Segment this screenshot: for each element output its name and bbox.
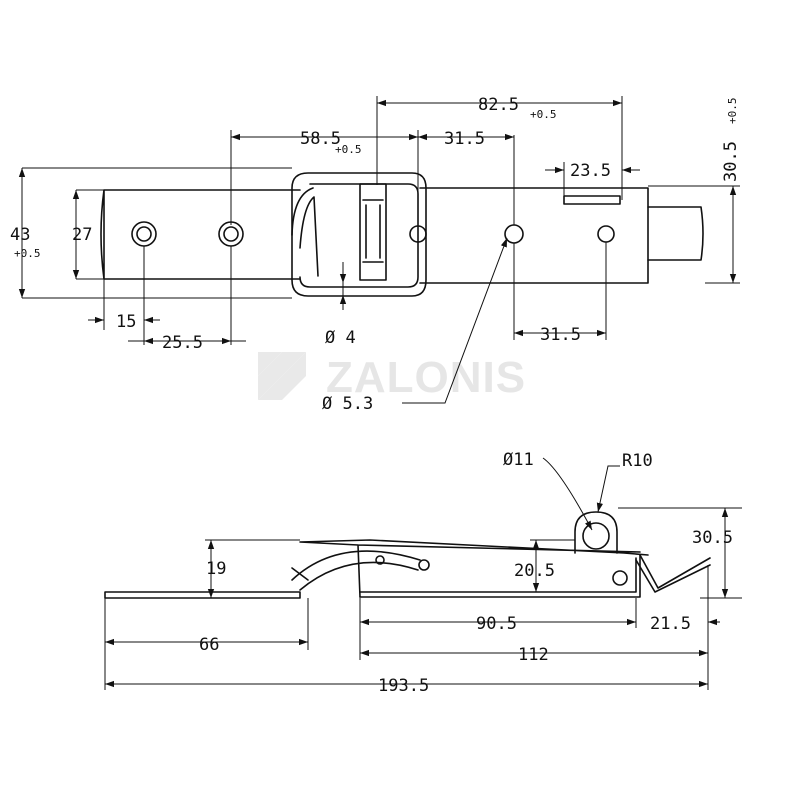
dim-15-label: 15 <box>116 312 136 332</box>
base-plate <box>100 189 301 280</box>
side-hook <box>359 554 641 598</box>
wire-bail-inner <box>299 183 419 288</box>
side-hook-tip <box>635 554 711 593</box>
side-lever <box>299 539 649 598</box>
dim-66-label: 66 <box>199 635 219 655</box>
dim-58-5-label: 58.5 <box>300 129 341 149</box>
dim-43-tolerance: +0.5 <box>14 247 41 260</box>
dim-23-5-label: 23.5 <box>570 161 611 181</box>
side-bail-end <box>418 559 430 571</box>
side-bail-tab <box>291 567 309 581</box>
hook-plate <box>419 187 649 284</box>
side-view <box>104 511 711 599</box>
mount-hole-1-outer <box>131 221 157 247</box>
dim-30-5-top-tolerance: +0.5 <box>726 98 739 125</box>
side-base-plate <box>104 591 301 599</box>
dim-30-5-side-label: 30.5 <box>692 528 733 548</box>
dim-82-5-tolerance: +0.5 <box>530 108 557 121</box>
side-view-dimensions: Ø11 R10 30.5 19 20.5 66 90.5 21.5 112 19… <box>104 450 742 696</box>
watermark-text: ZALONIS <box>326 353 526 402</box>
hook-slot <box>563 195 621 205</box>
side-lever-pin <box>375 555 385 565</box>
lever-roller <box>359 183 387 281</box>
side-bail-arc <box>291 550 421 591</box>
dim-25-5-label: 25.5 <box>162 333 203 353</box>
dim-43-label: 43 <box>10 225 30 245</box>
dim-r10-label: R10 <box>622 451 653 471</box>
dim-dia-4-label: Ø 4 <box>325 328 356 348</box>
dim-82-5-label: 82.5 <box>478 95 519 115</box>
dim-dia-5-3-label: Ø 5.3 <box>322 394 373 414</box>
dim-112-label: 112 <box>518 645 549 665</box>
dim-19-label: 19 <box>206 559 226 579</box>
mount-hole-1-inner <box>136 226 152 242</box>
side-hook-hole <box>612 570 628 586</box>
dim-21-5-label: 21.5 <box>650 614 691 634</box>
dim-27-label: 27 <box>72 225 92 245</box>
dim-90-5-label: 90.5 <box>476 614 517 634</box>
wire-bail <box>291 172 427 297</box>
mount-hole-2-outer <box>218 221 244 247</box>
top-view <box>100 172 704 297</box>
watermark-logo: ZALONIS <box>258 352 526 402</box>
side-pivot-boss <box>574 511 618 554</box>
dim-193-5-label: 193.5 <box>378 676 429 696</box>
hook-tongue <box>647 206 704 261</box>
dim-31-5-top-label: 31.5 <box>444 129 485 149</box>
hook-hole-3 <box>597 225 615 243</box>
bail-curve <box>291 187 319 277</box>
dim-31-5-bottom-label: 31.5 <box>540 325 581 345</box>
dim-20-5-label: 20.5 <box>514 561 555 581</box>
dim-30-5-top-label: 30.5 <box>721 141 741 182</box>
side-pivot-pin <box>582 522 610 550</box>
top-view-dimensions: 82.5 +0.5 58.5 +0.5 31.5 23.5 30.5 +0.5 … <box>10 95 741 414</box>
mount-hole-2-inner <box>223 226 239 242</box>
dim-dia-11-label: Ø11 <box>503 450 534 470</box>
dim-58-5-tolerance: +0.5 <box>335 143 362 156</box>
hook-hole-1 <box>409 225 427 243</box>
hook-hole-2 <box>504 224 524 244</box>
